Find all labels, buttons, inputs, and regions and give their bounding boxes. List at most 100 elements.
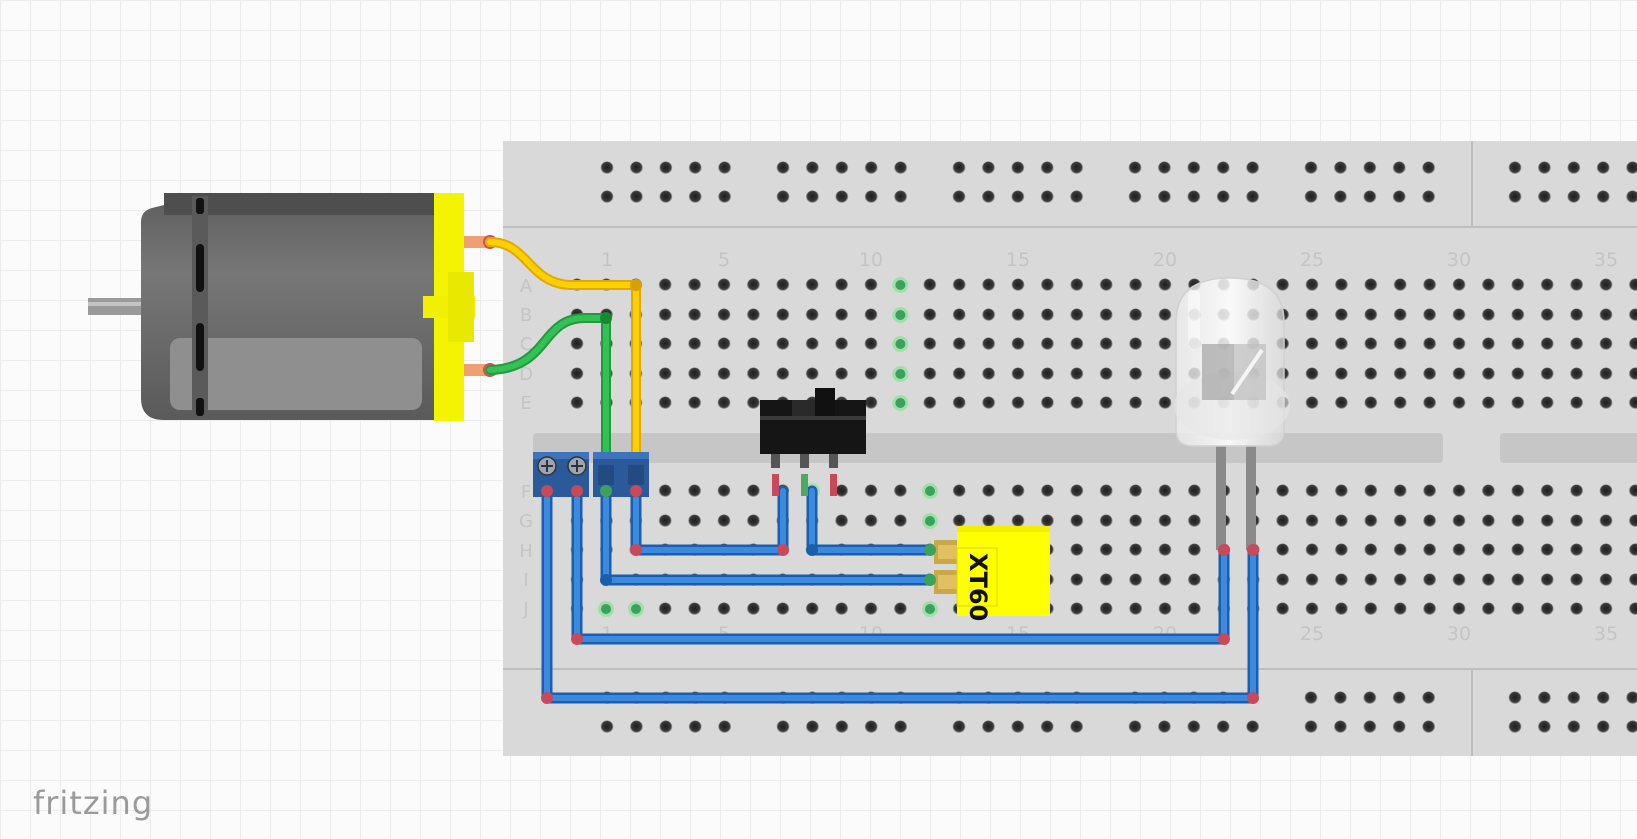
terminal-hole[interactable] [1070, 602, 1084, 616]
terminal-hole[interactable] [746, 602, 760, 616]
terminal-hole[interactable] [1070, 543, 1084, 557]
terminal-hole[interactable] [658, 367, 672, 381]
terminal-hole[interactable] [717, 396, 731, 410]
terminal-hole[interactable] [1099, 278, 1113, 292]
rail-hole[interactable] [1157, 190, 1171, 204]
terminal-hole[interactable] [1364, 514, 1378, 528]
rail-hole[interactable] [718, 161, 732, 175]
terminal-hole[interactable] [1158, 278, 1172, 292]
terminal-hole[interactable] [1070, 573, 1084, 587]
terminal-hole[interactable] [952, 484, 966, 498]
terminal-hole[interactable] [1452, 396, 1466, 410]
terminal-hole[interactable] [1628, 367, 1637, 381]
terminal-hole[interactable] [1481, 337, 1495, 351]
terminal-hole[interactable] [1129, 396, 1143, 410]
terminal-hole[interactable] [1511, 337, 1525, 351]
terminal-hole[interactable] [658, 396, 672, 410]
rail-hole[interactable] [1537, 720, 1551, 734]
terminal-hole[interactable] [1628, 337, 1637, 351]
rail-hole[interactable] [1508, 161, 1522, 175]
terminal-hole[interactable] [835, 602, 849, 616]
terminal-hole[interactable] [864, 396, 878, 410]
terminal-hole[interactable] [1540, 367, 1554, 381]
terminal-hole[interactable] [1040, 278, 1054, 292]
terminal-hole[interactable] [923, 337, 937, 351]
rail-hole[interactable] [688, 161, 702, 175]
terminal-hole[interactable] [1276, 278, 1290, 292]
terminal-hole[interactable] [952, 367, 966, 381]
terminal-hole[interactable] [864, 337, 878, 351]
terminal-hole[interactable] [1452, 367, 1466, 381]
terminal-hole[interactable] [1570, 278, 1584, 292]
terminal-hole[interactable] [1599, 484, 1613, 498]
rail-hole[interactable] [1040, 720, 1054, 734]
rail-hole[interactable] [1304, 161, 1318, 175]
connected-hole[interactable] [922, 513, 938, 529]
yellow-wire[interactable] [485, 237, 642, 486]
rail-hole[interactable] [1216, 190, 1230, 204]
terminal-hole[interactable] [688, 337, 702, 351]
terminal-hole[interactable] [1158, 367, 1172, 381]
terminal-hole[interactable] [1334, 514, 1348, 528]
terminal-hole[interactable] [1423, 484, 1437, 498]
rail-hole[interactable] [1070, 720, 1084, 734]
terminal-hole[interactable] [658, 337, 672, 351]
switch-actuator[interactable] [815, 388, 835, 416]
rail-hole[interactable] [1508, 190, 1522, 204]
rail-hole[interactable] [659, 720, 673, 734]
rail-hole[interactable] [981, 720, 995, 734]
terminal-hole[interactable] [982, 396, 996, 410]
rail-hole[interactable] [1567, 691, 1581, 705]
terminal-hole[interactable] [1099, 367, 1113, 381]
terminal-hole[interactable] [1570, 337, 1584, 351]
rail-hole[interactable] [629, 190, 643, 204]
terminal-hole[interactable] [1570, 308, 1584, 322]
terminal-hole[interactable] [1481, 367, 1495, 381]
terminal-hole[interactable] [1334, 484, 1348, 498]
terminal-hole[interactable] [1305, 543, 1319, 557]
terminal-hole[interactable] [1452, 308, 1466, 322]
terminal-hole[interactable] [1364, 278, 1378, 292]
terminal-hole[interactable] [1628, 573, 1637, 587]
terminal-hole[interactable] [1628, 514, 1637, 528]
terminal-hole[interactable] [658, 514, 672, 528]
terminal-hole[interactable] [717, 337, 731, 351]
terminal-hole[interactable] [1423, 543, 1437, 557]
rail-hole[interactable] [1596, 161, 1610, 175]
rail-hole[interactable] [1626, 720, 1637, 734]
rail-hole[interactable] [1626, 161, 1637, 175]
terminal-hole[interactable] [1070, 308, 1084, 322]
terminal-hole[interactable] [835, 367, 849, 381]
rail-hole[interactable] [1216, 720, 1230, 734]
rail-hole[interactable] [629, 161, 643, 175]
rail-hole[interactable] [1363, 691, 1377, 705]
terminal-hole[interactable] [717, 308, 731, 322]
terminal-hole[interactable] [805, 337, 819, 351]
rail-hole[interactable] [1537, 161, 1551, 175]
connected-hole[interactable] [598, 601, 614, 617]
terminal-hole[interactable] [1452, 484, 1466, 498]
terminal-hole[interactable] [1158, 484, 1172, 498]
terminal-hole[interactable] [923, 396, 937, 410]
rail-hole[interactable] [805, 720, 819, 734]
terminal-hole[interactable] [1334, 543, 1348, 557]
terminal-hole[interactable] [1570, 573, 1584, 587]
terminal-hole[interactable] [1364, 573, 1378, 587]
rail-hole[interactable] [1363, 190, 1377, 204]
connected-hole[interactable] [892, 395, 909, 411]
terminal-hole[interactable] [864, 308, 878, 322]
terminal-hole[interactable] [746, 308, 760, 322]
terminal-hole[interactable] [982, 367, 996, 381]
rail-hole[interactable] [1537, 190, 1551, 204]
rail-hole[interactable] [1304, 190, 1318, 204]
terminal-hole[interactable] [805, 278, 819, 292]
terminal-hole[interactable] [1393, 484, 1407, 498]
terminal-hole[interactable] [1393, 573, 1407, 587]
terminal-hole[interactable] [1452, 602, 1466, 616]
terminal-hole[interactable] [1628, 396, 1637, 410]
terminal-hole[interactable] [835, 514, 849, 528]
rail-hole[interactable] [894, 190, 908, 204]
rail-hole[interactable] [1392, 691, 1406, 705]
terminal-hole[interactable] [1040, 484, 1054, 498]
terminal-hole[interactable] [1599, 573, 1613, 587]
